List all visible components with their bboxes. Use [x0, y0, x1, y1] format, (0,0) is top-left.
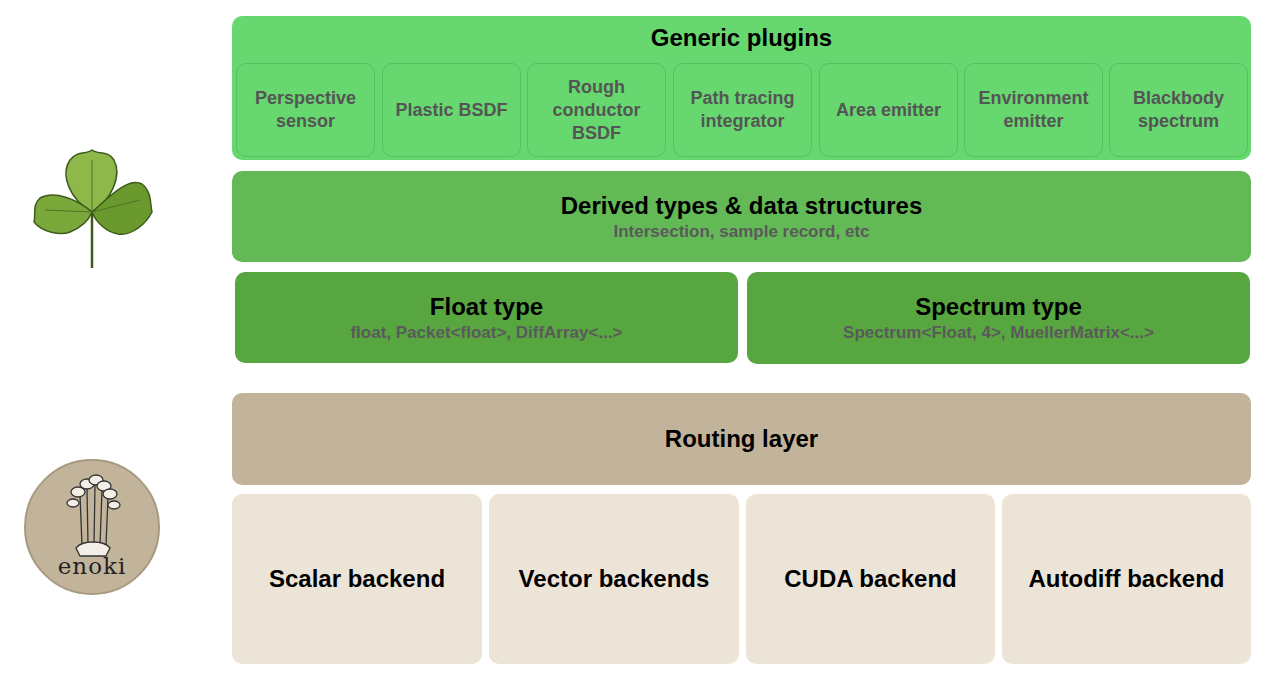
backend-name: Scalar backend — [269, 565, 445, 593]
plugin-name: Environment emitter — [965, 87, 1102, 133]
plugin-name: Rough conductor BSDF — [528, 76, 665, 145]
layer-title: Spectrum type — [915, 293, 1082, 321]
plugin-box: Environment emitter — [964, 63, 1103, 157]
backend-name: Autodiff backend — [1029, 565, 1225, 593]
group-band: Generic pluginsPerspective sensor Plastic… — [232, 16, 1251, 160]
layer-subtitle: Intersection, sample record, etc — [613, 222, 869, 242]
plugin-box: Rough conductor BSDF — [527, 63, 666, 157]
plugin-name: Plastic BSDF — [391, 99, 511, 122]
layer-title: Derived types & data structures — [561, 192, 922, 220]
plugin-box: Plastic BSDF — [382, 63, 521, 157]
backend-name: CUDA backend — [784, 565, 956, 593]
layer-title: Float type — [430, 293, 543, 321]
backend-name: Vector backends — [519, 565, 710, 593]
layer-subtitle: float, Packet<float>, DiffArray<...> — [350, 323, 622, 343]
backend-box: Scalar backend — [232, 494, 482, 664]
backend-box: Autodiff backend — [1002, 494, 1251, 664]
layer-subtitle: Spectrum<Float, 4>, MuellerMatrix<...> — [843, 323, 1154, 343]
layer-box: Float typefloat, Packet<float>, DiffArra… — [235, 272, 738, 363]
plugin-box: Blackbody spectrum — [1109, 63, 1248, 157]
plugin-name: Area emitter — [832, 99, 945, 122]
layer-box: Spectrum typeSpectrum<Float, 4>, Mueller… — [747, 272, 1250, 364]
plugin-box: Path tracing integrator — [673, 63, 812, 157]
layer-box: Routing layer — [232, 393, 1251, 485]
plugin-box: Area emitter — [819, 63, 958, 157]
plugin-name: Path tracing integrator — [674, 87, 811, 133]
backend-box: Vector backends — [489, 494, 739, 664]
leaf-illustration — [34, 150, 152, 268]
enoki-logo — [25, 460, 159, 594]
plugin-name: Perspective sensor — [237, 87, 374, 133]
plugin-name: Blackbody spectrum — [1110, 87, 1247, 133]
backend-box: CUDA backend — [746, 494, 995, 664]
plugin-box: Perspective sensor — [236, 63, 375, 157]
layer-title: Generic plugins — [651, 24, 832, 52]
logo-text: enoki — [24, 553, 160, 579]
layer-title: Routing layer — [665, 425, 818, 453]
layer-box: Derived types & data structuresIntersect… — [232, 171, 1251, 262]
